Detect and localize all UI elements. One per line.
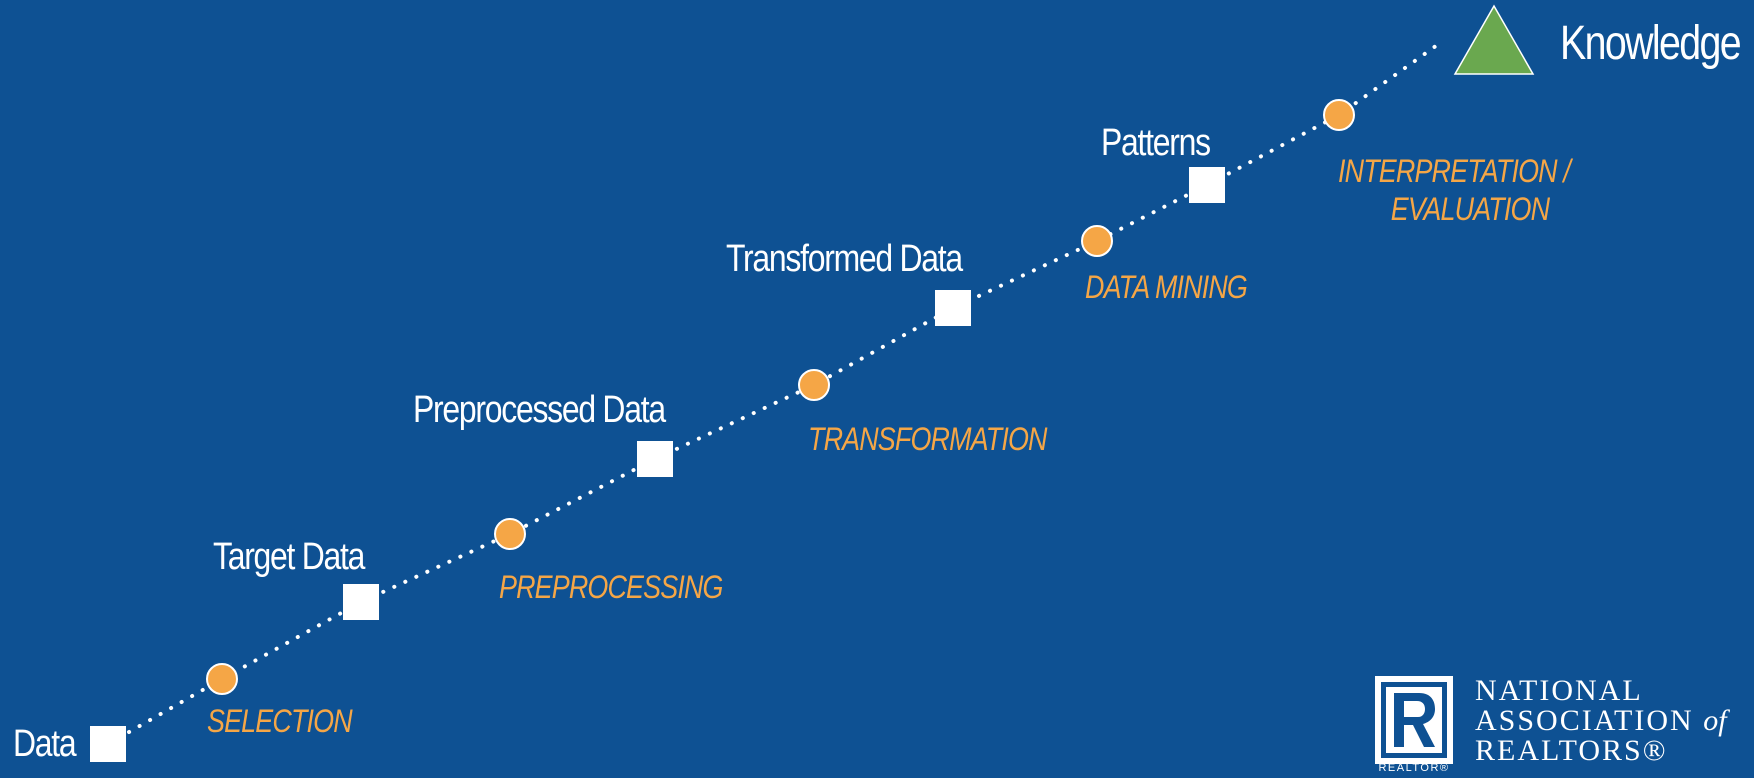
logo-line-of: of (1703, 704, 1727, 737)
step-label-interpretation-evaluation: INTERPRETATION / EVALUATION (1338, 152, 1571, 229)
step-label-preprocessing: PREPROCESSING (499, 569, 723, 605)
marker-layer (90, 4, 1535, 762)
dotted-connector (106, 41, 1442, 746)
node-label-patterns: Patterns (1101, 122, 1211, 164)
step-label-interpretation-line-1: INTERPRETATION / (1338, 153, 1571, 189)
step-label-selection: SELECTION (207, 703, 353, 739)
logo-wordmark: NATIONAL ASSOCIATION of REALTORS® (1475, 676, 1727, 766)
logo-line-national: NATIONAL (1475, 674, 1643, 707)
step-marker-interpretation (1323, 99, 1355, 131)
node-marker-preprocessed-data (637, 441, 673, 477)
step-label-data-mining: DATA MINING (1085, 269, 1248, 305)
step-marker-selection (206, 663, 238, 695)
node-marker-target-data (343, 584, 379, 620)
logo-caption: REALTOR® (1378, 762, 1450, 774)
node-label-target-data: Target Data (213, 536, 365, 578)
logo-line-realtors: REALTORS® (1475, 734, 1668, 767)
step-marker-data-mining (1081, 225, 1113, 257)
realtor-r-logo-icon (1375, 676, 1453, 764)
node-label-data: Data (13, 723, 77, 765)
logo-line-association: ASSOCIATION (1475, 704, 1694, 737)
connector-layer (106, 41, 1442, 746)
node-marker-data (90, 726, 126, 762)
node-label-knowledge: Knowledge (1560, 17, 1742, 70)
node-label-transformed-data: Transformed Data (726, 238, 963, 280)
node-label-preprocessed-data: Preprocessed Data (413, 389, 666, 431)
step-label-transformation: TRANSFORMATION (808, 421, 1047, 457)
step-marker-transformation (798, 369, 830, 401)
node-marker-patterns (1189, 167, 1225, 203)
nar-logo: REALTOR® NATIONAL ASSOCIATION of REALTOR… (1375, 676, 1745, 776)
step-label-interpretation-line-2: EVALUATION (1390, 191, 1550, 228)
step-marker-preprocessing (494, 518, 526, 550)
goal-marker-knowledge (1453, 4, 1535, 75)
node-marker-transformed-data (935, 290, 971, 326)
